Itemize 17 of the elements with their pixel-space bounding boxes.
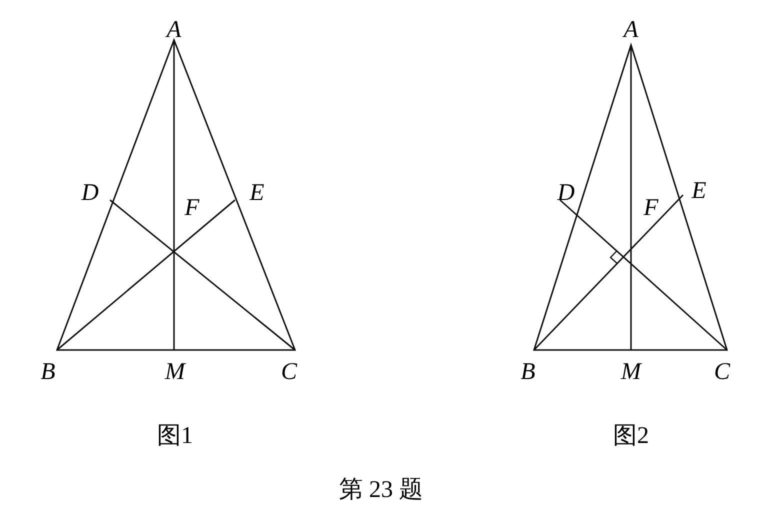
point-label: E [692, 179, 706, 203]
point-label: F [184, 196, 200, 220]
caption: 第 23 题 [339, 478, 423, 502]
point-label: D [557, 181, 575, 205]
figure-label: 图1 [157, 424, 193, 448]
point-label: B [40, 360, 56, 384]
figure-label: 图2 [613, 424, 649, 448]
point-label: M [165, 360, 185, 384]
point-label: E [250, 181, 264, 205]
point-label: B [520, 360, 536, 384]
point-label: D [81, 181, 99, 205]
point-label: A [166, 18, 182, 42]
point-label: A [624, 18, 638, 42]
point-label: F [644, 196, 658, 220]
point-label: C [281, 360, 297, 384]
point-label: M [621, 360, 641, 384]
point-label: C [714, 360, 730, 384]
